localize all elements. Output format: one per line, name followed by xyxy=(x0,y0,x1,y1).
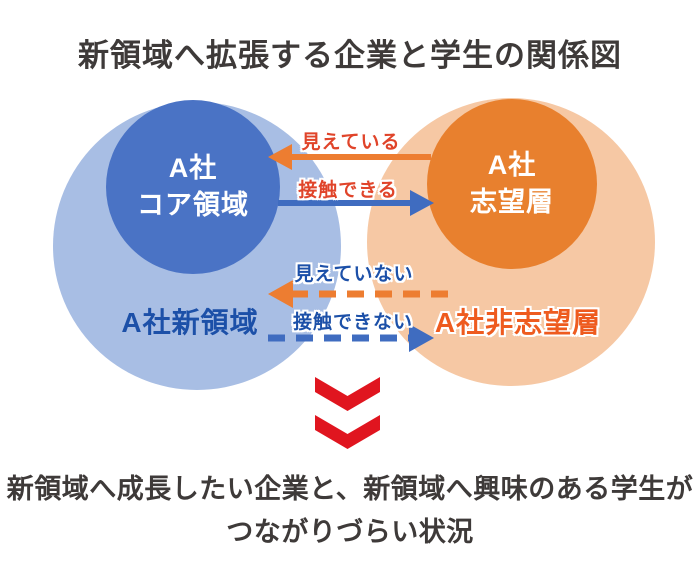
company-new-domain-label: A社新領域 xyxy=(121,307,259,338)
conclusion-line2: つながりづらい状況 xyxy=(226,517,474,547)
students-aspirant-line2: 志望層 xyxy=(470,187,554,217)
company-core-domain-label: A社 コア領域 xyxy=(106,100,280,274)
company-core-domain-circle: A社 コア領域 xyxy=(106,100,280,274)
conclusion-text: 新領域へ成長したい企業と、新領域へ興味のある学生が つながりづらい状況 xyxy=(0,468,700,554)
visible-arrow-label: 見えている xyxy=(301,132,401,153)
page-title: 新領域へ拡張する企業と学生の関係図 xyxy=(78,38,622,73)
students-aspirant-line1: A社 xyxy=(487,150,537,180)
cannot-contact-arrow-label: 接触できない xyxy=(292,312,413,333)
not-visible-arrow-label: 見えていない xyxy=(294,264,414,285)
conclusion-line1: 新領域へ成長したい企業と、新領域へ興味のある学生が xyxy=(6,474,694,504)
students-aspirant-circle: A社 志望層 xyxy=(427,99,597,269)
can-contact-arrow-label: 接触できる xyxy=(298,180,398,201)
students-non-aspirant-label: A社非志望層 xyxy=(434,307,602,338)
double-down-chevron-icon xyxy=(315,377,380,449)
company-core-line2: コア領域 xyxy=(137,190,249,220)
students-aspirant-label: A社 志望層 xyxy=(427,99,597,269)
company-core-line1: A社 xyxy=(168,153,218,183)
